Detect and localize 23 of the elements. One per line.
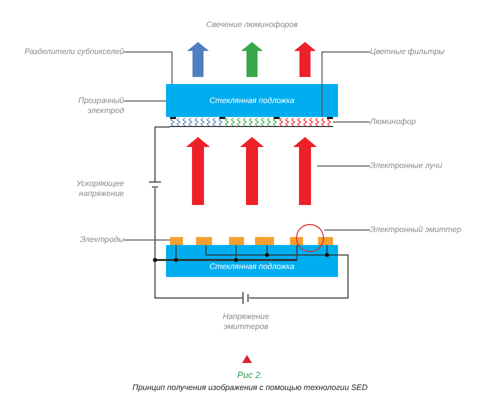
- callout-label: Разделители субпикселей: [24, 47, 124, 57]
- phosphor-layer: [170, 117, 333, 127]
- callout-label: Электронный эмиттер: [370, 225, 462, 235]
- glass-substrate: [166, 245, 338, 277]
- callout-label: Прозрачный электрод: [60, 96, 124, 116]
- substrate-label: Стеклянная подложка: [210, 262, 294, 271]
- substrate-label: Стеклянная подложка: [210, 96, 294, 105]
- callout-label: Электронные лучи: [370, 161, 442, 171]
- callout-label: Цветные фильтры: [370, 47, 445, 57]
- callout-label: Люминофор: [370, 117, 416, 127]
- emitter-highlight-circle: [296, 224, 324, 252]
- leader-line: [124, 100, 166, 102]
- electrode: [170, 237, 183, 245]
- electron-beam-arrow: [293, 137, 317, 205]
- caption: Принцип получения изображения с помощью технологии SED: [131, 383, 369, 393]
- diagram-label: Напряжение эмиттеров: [222, 312, 270, 332]
- glass-substrate: [166, 84, 338, 117]
- callout-label: Электроды: [80, 235, 124, 245]
- leader-line: [124, 52, 172, 84]
- diagram-label: Свечение люминофоров: [205, 20, 299, 30]
- leader-line: [322, 52, 370, 118]
- figure-number: Рис 2.: [236, 370, 264, 380]
- diagram-label: Ускоряющее напряжение: [75, 179, 124, 199]
